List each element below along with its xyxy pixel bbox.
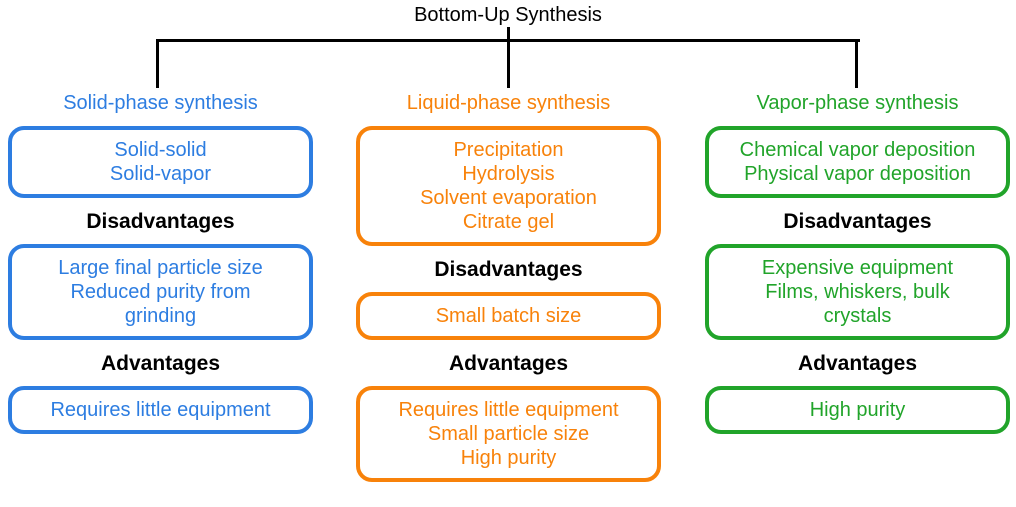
tree-connector-root-stub — [507, 27, 510, 41]
tree-connector-right-branch — [855, 39, 858, 88]
tree-connector-center-branch — [507, 39, 510, 88]
disadvantages-box-vapor-phase: Expensive equipment Films, whiskers, bul… — [705, 244, 1010, 340]
methods-box-liquid-phase: Precipitation Hydrolysis Solvent evapora… — [356, 126, 661, 246]
column-heading-liquid-phase: Liquid-phase synthesis — [406, 92, 611, 114]
page-title: Bottom-Up Synthesis — [414, 4, 602, 26]
disadvantages-text-liquid-phase: Small batch size — [435, 305, 582, 327]
column-heading-solid-phase: Solid-phase synthesis — [63, 92, 258, 114]
methods-box-vapor-phase: Chemical vapor deposition Physical vapor… — [705, 126, 1010, 198]
advantages-label-solid-phase: Advantages — [100, 352, 221, 375]
advantages-text-vapor-phase: High purity — [809, 399, 906, 421]
methods-text-liquid-phase: Precipitation Hydrolysis Solvent evapora… — [420, 139, 597, 233]
tree-connector-left-branch — [156, 39, 159, 88]
disadvantages-text-solid-phase: Large final particle size Reduced purity… — [58, 257, 263, 327]
advantages-label-vapor-phase: Advantages — [797, 352, 918, 375]
disadvantages-text-vapor-phase: Expensive equipment Films, whiskers, bul… — [761, 257, 954, 327]
advantages-label-liquid-phase: Advantages — [448, 352, 569, 375]
advantages-box-vapor-phase: High purity — [705, 386, 1010, 434]
methods-text-solid-phase: Solid-solid Solid-vapor — [109, 139, 212, 185]
column-liquid-phase: Liquid-phase synthesis Precipitation Hyd… — [356, 92, 661, 482]
column-heading-vapor-phase: Vapor-phase synthesis — [756, 92, 959, 114]
advantages-box-solid-phase: Requires little equipment — [8, 386, 313, 434]
advantages-box-liquid-phase: Requires little equipment Small particle… — [356, 386, 661, 482]
column-solid-phase: Solid-phase synthesis Solid-solid Solid-… — [8, 92, 313, 434]
disadvantages-box-solid-phase: Large final particle size Reduced purity… — [8, 244, 313, 340]
methods-box-solid-phase: Solid-solid Solid-vapor — [8, 126, 313, 198]
disadvantages-label-vapor-phase: Disadvantages — [783, 210, 932, 233]
disadvantages-box-liquid-phase: Small batch size — [356, 292, 661, 340]
column-vapor-phase: Vapor-phase synthesis Chemical vapor dep… — [705, 92, 1010, 434]
disadvantages-label-solid-phase: Disadvantages — [86, 210, 235, 233]
disadvantages-label-liquid-phase: Disadvantages — [434, 258, 583, 281]
methods-text-vapor-phase: Chemical vapor deposition Physical vapor… — [739, 139, 976, 185]
advantages-text-liquid-phase: Requires little equipment Small particle… — [398, 399, 619, 469]
advantages-text-solid-phase: Requires little equipment — [50, 399, 271, 421]
